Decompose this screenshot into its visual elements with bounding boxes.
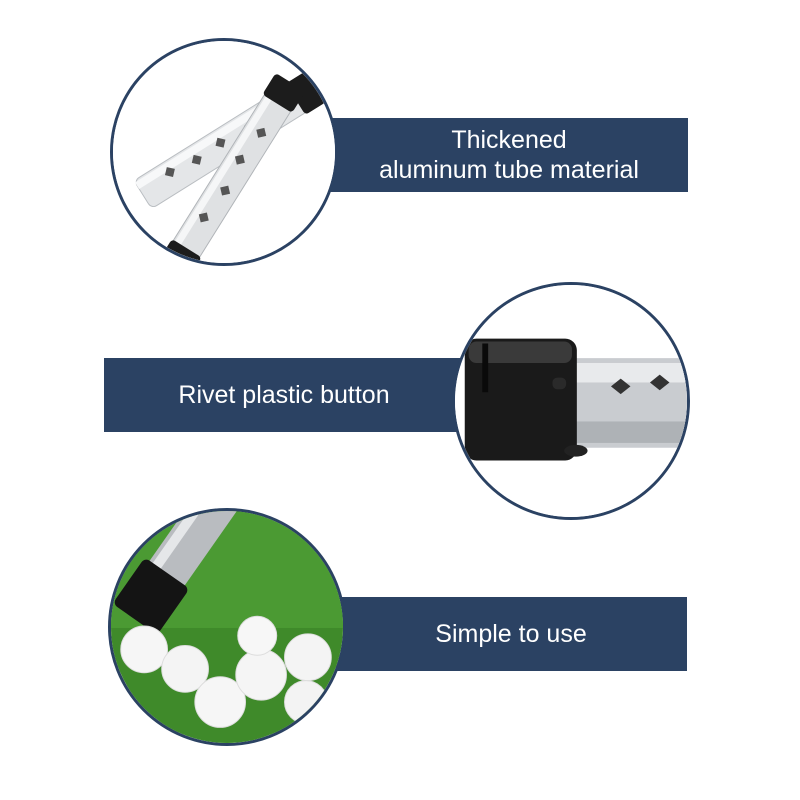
feature-title: Rivet plastic button — [178, 381, 390, 409]
feature-title-line-2: aluminum tube material — [379, 156, 639, 184]
feature-banner-rivet: Rivet plastic button — [104, 358, 464, 432]
feature-title: Simple to use — [435, 620, 587, 648]
feature-title-line-1: Thickened — [451, 126, 567, 154]
golf-balls-photo-icon — [108, 508, 346, 746]
aluminum-tube-photo-icon — [110, 38, 338, 266]
feature-banner-simple: Simple to use — [335, 597, 687, 671]
rivet-button-photo-icon — [452, 282, 690, 520]
feature-banner-aluminum: Thickened aluminum tube material — [330, 118, 688, 192]
